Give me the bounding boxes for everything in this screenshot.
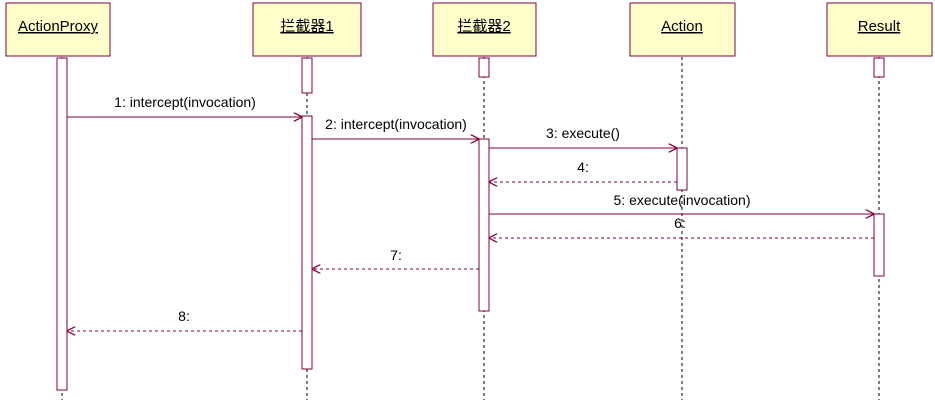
participant-label: Result [858,18,901,35]
message-6-label: 6: [674,215,686,231]
activation-interceptor1-top [301,57,313,94]
participant-interceptor1: 拦截器1 [252,2,362,57]
activation-interceptor2-top [478,57,490,78]
participant-interceptor2: 拦截器2 [432,2,537,57]
participant-label: 拦截器2 [457,18,510,35]
activations [56,57,885,391]
messages: 1: intercept(invocation) 2: intercept(in… [67,94,874,331]
participants: ActionProxy 拦截器1 拦截器2 Action Result [5,2,933,57]
participant-actionproxy: ActionProxy [5,2,111,57]
message-1-label: 1: intercept(invocation) [114,94,256,110]
message-2-label: 2: intercept(invocation) [325,116,467,132]
activation-result [873,213,885,277]
activation-action [676,147,688,191]
participant-label: 拦截器1 [280,18,333,35]
activation-interceptor1 [301,115,313,370]
participant-label: Action [661,18,703,35]
message-4-label: 4: [577,159,589,175]
message-5-label: 5: execute(invocation) [614,192,751,208]
activation-interceptor2 [478,138,490,312]
participant-result: Result [826,2,933,57]
activation-result-top [873,57,885,78]
message-3-label: 3: execute() [546,125,620,141]
activation-actionproxy [56,57,68,391]
message-7-label: 7: [390,247,402,263]
participant-label: ActionProxy [18,18,99,35]
message-8-label: 8: [178,308,190,324]
participant-action: Action [629,2,736,57]
